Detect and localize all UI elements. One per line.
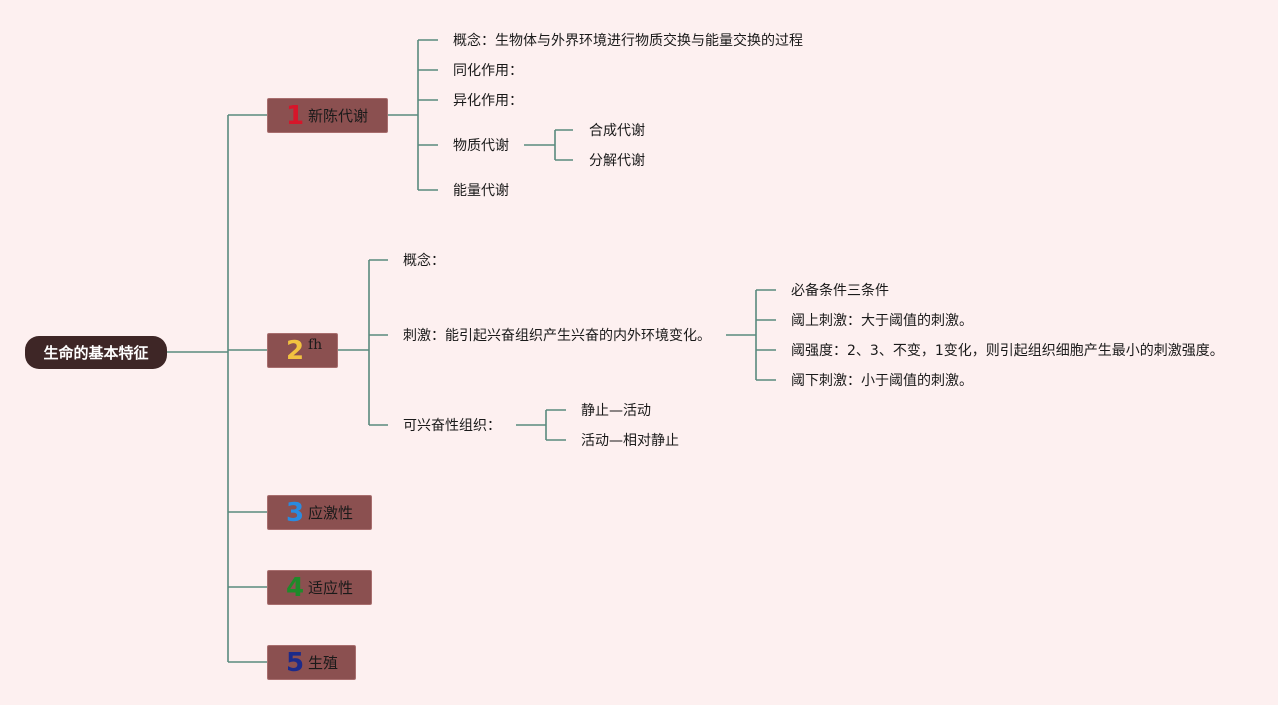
topic-label-5: 生殖 bbox=[308, 654, 339, 672]
root-node[interactable]: 生命的基本特征 bbox=[25, 336, 167, 369]
topic-number-2: 2 bbox=[286, 335, 305, 366]
leaf-active-rest[interactable]: 活动—相对静止 bbox=[581, 433, 679, 449]
leaf-energy-metabolism[interactable]: 能量代谢 bbox=[453, 183, 509, 199]
root-label: 生命的基本特征 bbox=[43, 344, 149, 362]
topic-fh[interactable]: 2 fh bbox=[267, 333, 338, 368]
leaf-synthesis[interactable]: 合成代谢 bbox=[589, 123, 645, 139]
leaf-threshold-intensity[interactable]: 阈强度：2、3、不变，1变化，则引起组织细胞产生最小的刺激强度。 bbox=[791, 343, 1224, 359]
connector-t2-branches bbox=[369, 259, 388, 426]
topic-metabolism[interactable]: 1 新陈代谢 bbox=[267, 98, 388, 133]
leaf-metabolism-concept[interactable]: 概念：生物体与外界环境进行物质交换与能量交换的过程 bbox=[453, 33, 803, 49]
leaf-decomposition[interactable]: 分解代谢 bbox=[589, 153, 645, 169]
connector-t1-trunk bbox=[388, 40, 419, 190]
topic-number-5: 5 bbox=[286, 647, 305, 678]
connector-stimulus bbox=[726, 289, 776, 381]
leaf-stimulus[interactable]: 刺激：能引起兴奋组织产生兴奋的内外环境变化。 bbox=[403, 328, 711, 344]
leaf-sub-threshold[interactable]: 阈下刺激：小于阈值的刺激。 bbox=[791, 373, 973, 389]
topic-number-4: 4 bbox=[286, 572, 305, 603]
topic-label-4: 适应性 bbox=[308, 579, 354, 597]
topic-irritability[interactable]: 3 应激性 bbox=[267, 495, 372, 530]
topic-label-2: fh bbox=[308, 336, 323, 353]
connector-excitable bbox=[516, 409, 566, 441]
leaf-excitable-tissue[interactable]: 可兴奋性组织： bbox=[403, 418, 501, 434]
topic-label-1: 新陈代谢 bbox=[308, 107, 369, 125]
topic-label-3: 应激性 bbox=[308, 504, 354, 522]
topic-reproduction[interactable]: 5 生殖 bbox=[267, 645, 356, 680]
topic-adaptability[interactable]: 4 适应性 bbox=[267, 570, 372, 605]
topic-number-1: 1 bbox=[286, 100, 305, 131]
connector-t2-trunk bbox=[338, 260, 370, 425]
leaf-supra-threshold[interactable]: 阈上刺激：大于阈值的刺激。 bbox=[791, 313, 973, 329]
leaf-rest-active[interactable]: 静止—活动 bbox=[581, 403, 651, 419]
leaf-assimilation[interactable]: 同化作用： bbox=[453, 63, 523, 79]
leaf-material-metabolism[interactable]: 物质代谢 bbox=[453, 138, 509, 154]
leaf-fh-concept[interactable]: 概念： bbox=[403, 253, 445, 269]
topic-number-3: 3 bbox=[286, 497, 305, 528]
leaf-dissimilation[interactable]: 异化作用： bbox=[453, 93, 523, 109]
connector-t1-branches bbox=[418, 39, 438, 191]
leaf-conditions[interactable]: 必备条件三条件 bbox=[791, 283, 889, 299]
connector-material bbox=[524, 129, 573, 161]
